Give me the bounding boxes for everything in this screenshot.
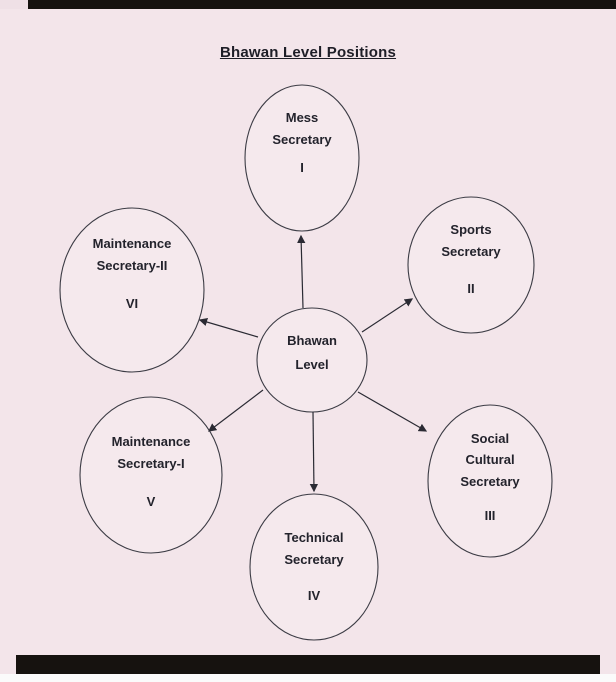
arrow-center-to-social [357,391,428,432]
node-label-sports-line-2: Secretary [441,244,501,259]
node-label-mess-line-1: Mess [286,110,319,125]
page-title-text: Bhawan Level Positions [219,44,397,61]
node-numeral-technical: IV [308,588,321,603]
node-numeral-maintenance2: VI [126,296,138,311]
scan-margin-bottom [0,674,616,682]
node-bhawan-level-center [256,307,368,413]
node-label-technical-line-2: Secretary [284,552,344,567]
node-label-maintenance1-line-2: Secretary-I [117,456,184,471]
arrow-center-to-maintenance-2 [198,317,259,338]
arrow-center-to-mess [296,234,306,309]
scan-bar-bottom [16,655,600,674]
node-label-social-line-1: Social [471,431,509,446]
node-label-mess-line-2: Secretary [272,132,332,147]
center-label-line-1: Bhawan [287,333,337,348]
node-sports-secretary [407,196,535,334]
node-numeral-social: III [485,508,496,523]
scan-bar-top [28,0,616,9]
arrow-center-to-maintenance-1 [207,389,264,432]
node-label-technical-line-1: Technical [284,530,343,545]
node-mess-secretary [244,84,360,232]
node-numeral-maintenance1: V [147,494,156,509]
node-label-sports-line-1: Sports [450,222,491,237]
arrow-center-to-sports [361,298,414,333]
page-title: Bhawan Level Positions [0,44,616,61]
node-maintenance-secretary-2 [59,207,205,373]
scan-corner [0,0,28,9]
node-numeral-mess: I [300,160,304,175]
node-label-maintenance2-line-1: Maintenance [93,236,172,251]
node-technical-secretary [249,493,379,641]
node-numeral-sports: II [467,281,474,296]
center-label-line-2: Level [295,357,328,372]
arrow-center-to-technical [309,411,319,493]
node-label-maintenance2-line-2: Secretary-II [97,258,168,273]
node-label-maintenance1-line-1: Maintenance [112,434,191,449]
node-label-social-line-2: Cultural [465,452,514,467]
node-social-cultural-secretary [427,404,553,558]
node-label-social-line-3: Secretary [460,474,520,489]
node-maintenance-secretary-1 [79,396,223,554]
